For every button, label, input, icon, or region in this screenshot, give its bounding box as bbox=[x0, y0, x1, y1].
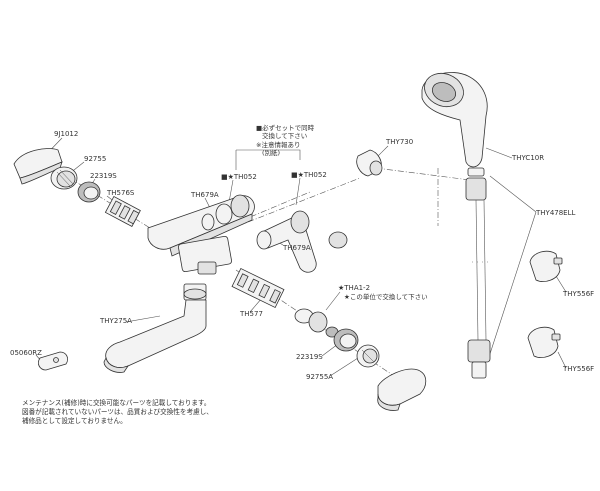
label-th679a-left: TH679A bbox=[190, 191, 219, 199]
note-set-line1: ■必ずセットで同時 bbox=[256, 123, 315, 132]
washer-05060rz-part bbox=[38, 351, 68, 371]
label-th052-left: ■★TH052 bbox=[221, 173, 257, 181]
cap-ring-part bbox=[50, 166, 78, 190]
cartridge-th576s-part bbox=[104, 195, 141, 227]
label-thy275a: THY275A bbox=[99, 317, 132, 325]
lever-handle-bottom-part bbox=[377, 368, 427, 411]
elbow-fitting-part bbox=[256, 210, 348, 273]
footer-line-2: 図番が記載されていないパーツは、品質および交換性を考慮し、 bbox=[22, 408, 213, 417]
seal-ring-bottom-part bbox=[333, 328, 359, 352]
spout-part bbox=[103, 283, 207, 373]
label-tha1-2: ★THA1-2 bbox=[338, 284, 370, 292]
note-set-line3: ※注意情報あり bbox=[256, 140, 300, 149]
mixer-body-part bbox=[147, 195, 255, 275]
holder-top-part bbox=[529, 250, 563, 282]
label-22319s-top: 22319S bbox=[90, 172, 117, 180]
cartridge-th577-part bbox=[231, 267, 285, 309]
footer-line-3: 補修品として設定しておりません。 bbox=[22, 417, 127, 426]
set-replacement-note: ■必ずセットで同時 交換して下さい ※注意情報あり (別紙) bbox=[256, 123, 315, 157]
label-92755a: 92755A bbox=[306, 373, 333, 381]
note-unit-replacement: ★この単位で交換して下さい bbox=[344, 292, 428, 301]
label-22319s-bottom: 22319S bbox=[296, 353, 323, 361]
label-thy556f-bottom: THY556F bbox=[562, 365, 594, 373]
cap-ring-92755a-part bbox=[356, 344, 380, 368]
label-th052-right: ■★TH052 bbox=[291, 171, 327, 179]
note-set-line2: 交換して下さい bbox=[262, 131, 307, 140]
label-92755: 92755 bbox=[84, 155, 106, 163]
footer-note: メンテナンス(補修)時に交換可能なパーツを記載しております。 図番が記載されてい… bbox=[22, 399, 213, 427]
union-nut-part bbox=[356, 149, 383, 177]
note-set-line4: (別紙) bbox=[262, 148, 280, 157]
label-th576s: TH576S bbox=[106, 189, 135, 197]
holder-bottom-part bbox=[527, 326, 561, 358]
label-thyc10r: THYC10R bbox=[511, 154, 544, 162]
footer-line-1: メンテナンス(補修)時に交換可能なパーツを記載しております。 bbox=[22, 399, 211, 407]
label-thy478ell: THY478ELL bbox=[535, 209, 575, 217]
shower-head-part bbox=[421, 72, 488, 168]
label-thy556f-top: THY556F bbox=[562, 290, 594, 298]
label-9j1012: 9J1012 bbox=[54, 130, 78, 138]
part-labels: 9J1012 92755 22319S TH576S TH679A ■★TH05… bbox=[10, 130, 594, 381]
tha1-2-unit-part bbox=[294, 308, 339, 338]
seal-ring-top-part bbox=[77, 181, 101, 203]
label-05060rz: 05060RZ bbox=[10, 349, 42, 357]
shower-hose-part bbox=[465, 167, 491, 379]
label-th679a-right: TH679A bbox=[282, 244, 311, 252]
valve-group-left bbox=[201, 194, 250, 231]
label-thy730: THY730 bbox=[385, 138, 413, 146]
label-th577: TH577 bbox=[239, 310, 263, 318]
